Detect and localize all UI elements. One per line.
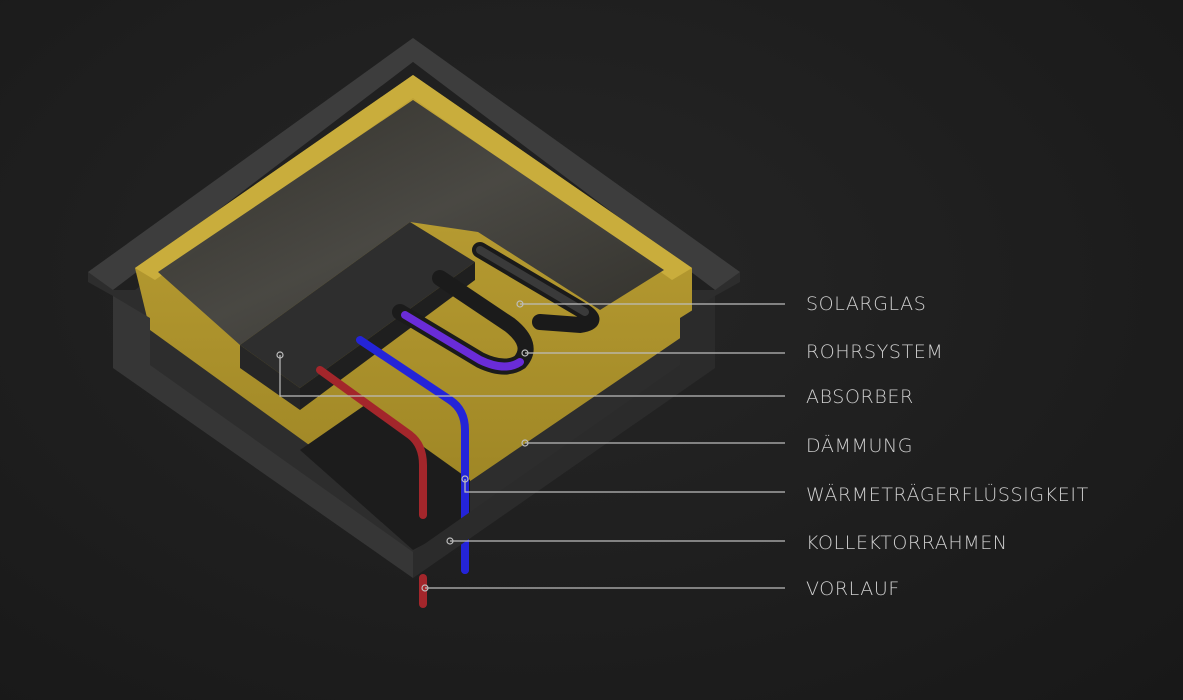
solarglas-absorber (158, 100, 664, 410)
leader-waermetraeger (464, 479, 785, 493)
label-solarglas: SOLARGLAS (806, 293, 927, 315)
label-rohrsystem: ROHRSYSTEM (806, 341, 944, 363)
rohrsystem (316, 242, 600, 574)
leader-lines (276, 300, 785, 592)
interior-cavity (300, 405, 470, 550)
label-daemmung: DÄMMUNG (806, 435, 914, 457)
label-kollektorrahmen: KOLLEKTORRAHMEN (806, 532, 1008, 554)
leader-absorber (279, 355, 785, 397)
label-waermetraegerfluessigkeit: WÄRMETRÄGERFLÜSSIGKEIT (806, 484, 1089, 506)
kollektorrahmen-front (113, 296, 715, 578)
label-vorlauf: VORLAUF (806, 578, 900, 600)
label-absorber: ABSORBER (806, 386, 914, 408)
vorlauf-pipe (419, 544, 469, 608)
